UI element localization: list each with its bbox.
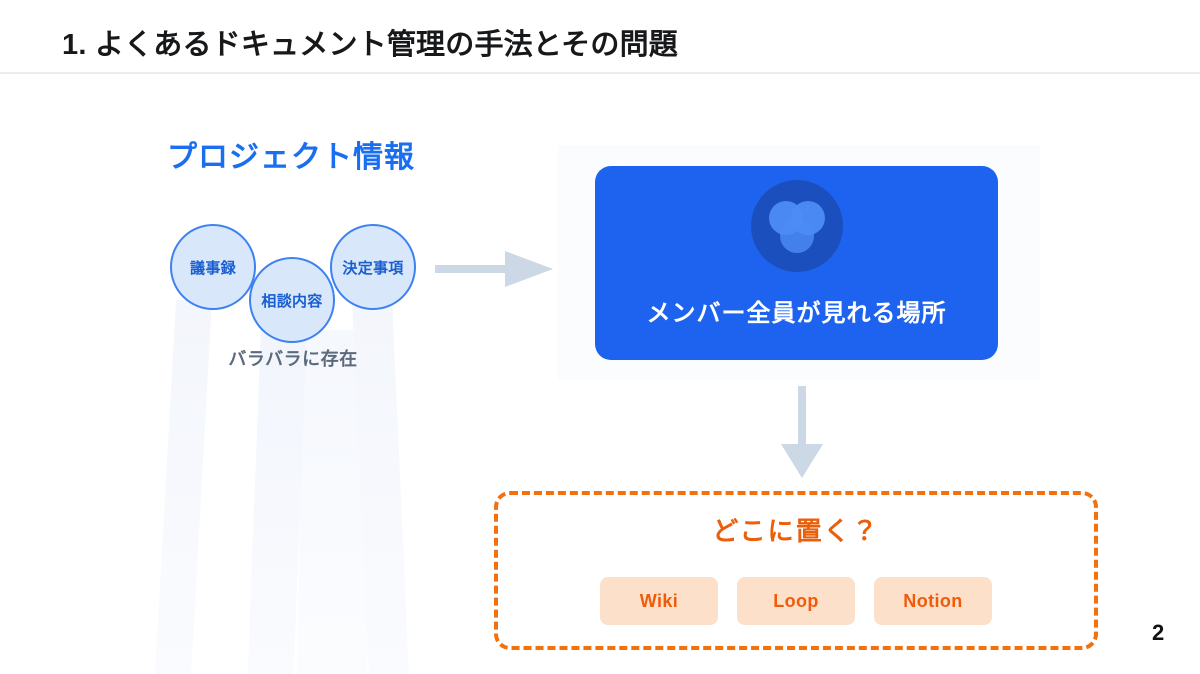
- info-circle-decisions: 決定事項: [330, 224, 416, 310]
- arrow-head: [781, 444, 823, 478]
- question-box: どこに置く？ Wiki Loop Notion: [494, 491, 1098, 650]
- info-circle-consultation: 相談内容: [249, 257, 335, 343]
- page-number: 2: [1152, 620, 1165, 645]
- source-cluster-heading: プロジェクト情報: [167, 141, 415, 174]
- arrow-right-icon: [435, 251, 555, 287]
- three-overlapping-circles-icon: [750, 180, 843, 272]
- page-title: 1. よくあるドキュメント管理の手法とその問題: [62, 29, 678, 61]
- arrow-shaft: [435, 265, 509, 273]
- info-circle-label: 議事録: [190, 259, 236, 277]
- source-cluster-caption: バラバラに存在: [228, 349, 358, 369]
- info-circle-label: 相談内容: [261, 292, 323, 310]
- tool-chip-wiki[interactable]: Wiki: [600, 577, 718, 625]
- tool-chip-label: Wiki: [639, 590, 679, 611]
- question-title: どこに置く？: [712, 516, 880, 546]
- arrow-shaft: [798, 386, 806, 448]
- tool-chip-list: Wiki Loop Notion: [498, 577, 1094, 625]
- tool-chip-label: Loop: [773, 590, 819, 611]
- arrow-down-icon: [781, 386, 823, 478]
- slide-header: 1. よくあるドキュメント管理の手法とその問題: [0, 0, 1200, 74]
- tool-chip-notion[interactable]: Notion: [874, 577, 992, 625]
- arrow-head: [505, 251, 553, 287]
- tool-chip-loop[interactable]: Loop: [737, 577, 855, 625]
- header-divider: [0, 72, 1200, 74]
- info-circle-minutes: 議事録: [170, 224, 256, 310]
- hub-card: メンバー全員が見れる場所: [595, 166, 998, 360]
- hub-card-label: メンバー全員が見れる場所: [646, 300, 947, 327]
- tool-chip-label: Notion: [903, 590, 963, 611]
- background-band: [296, 330, 374, 674]
- info-circle-label: 決定事項: [342, 259, 404, 277]
